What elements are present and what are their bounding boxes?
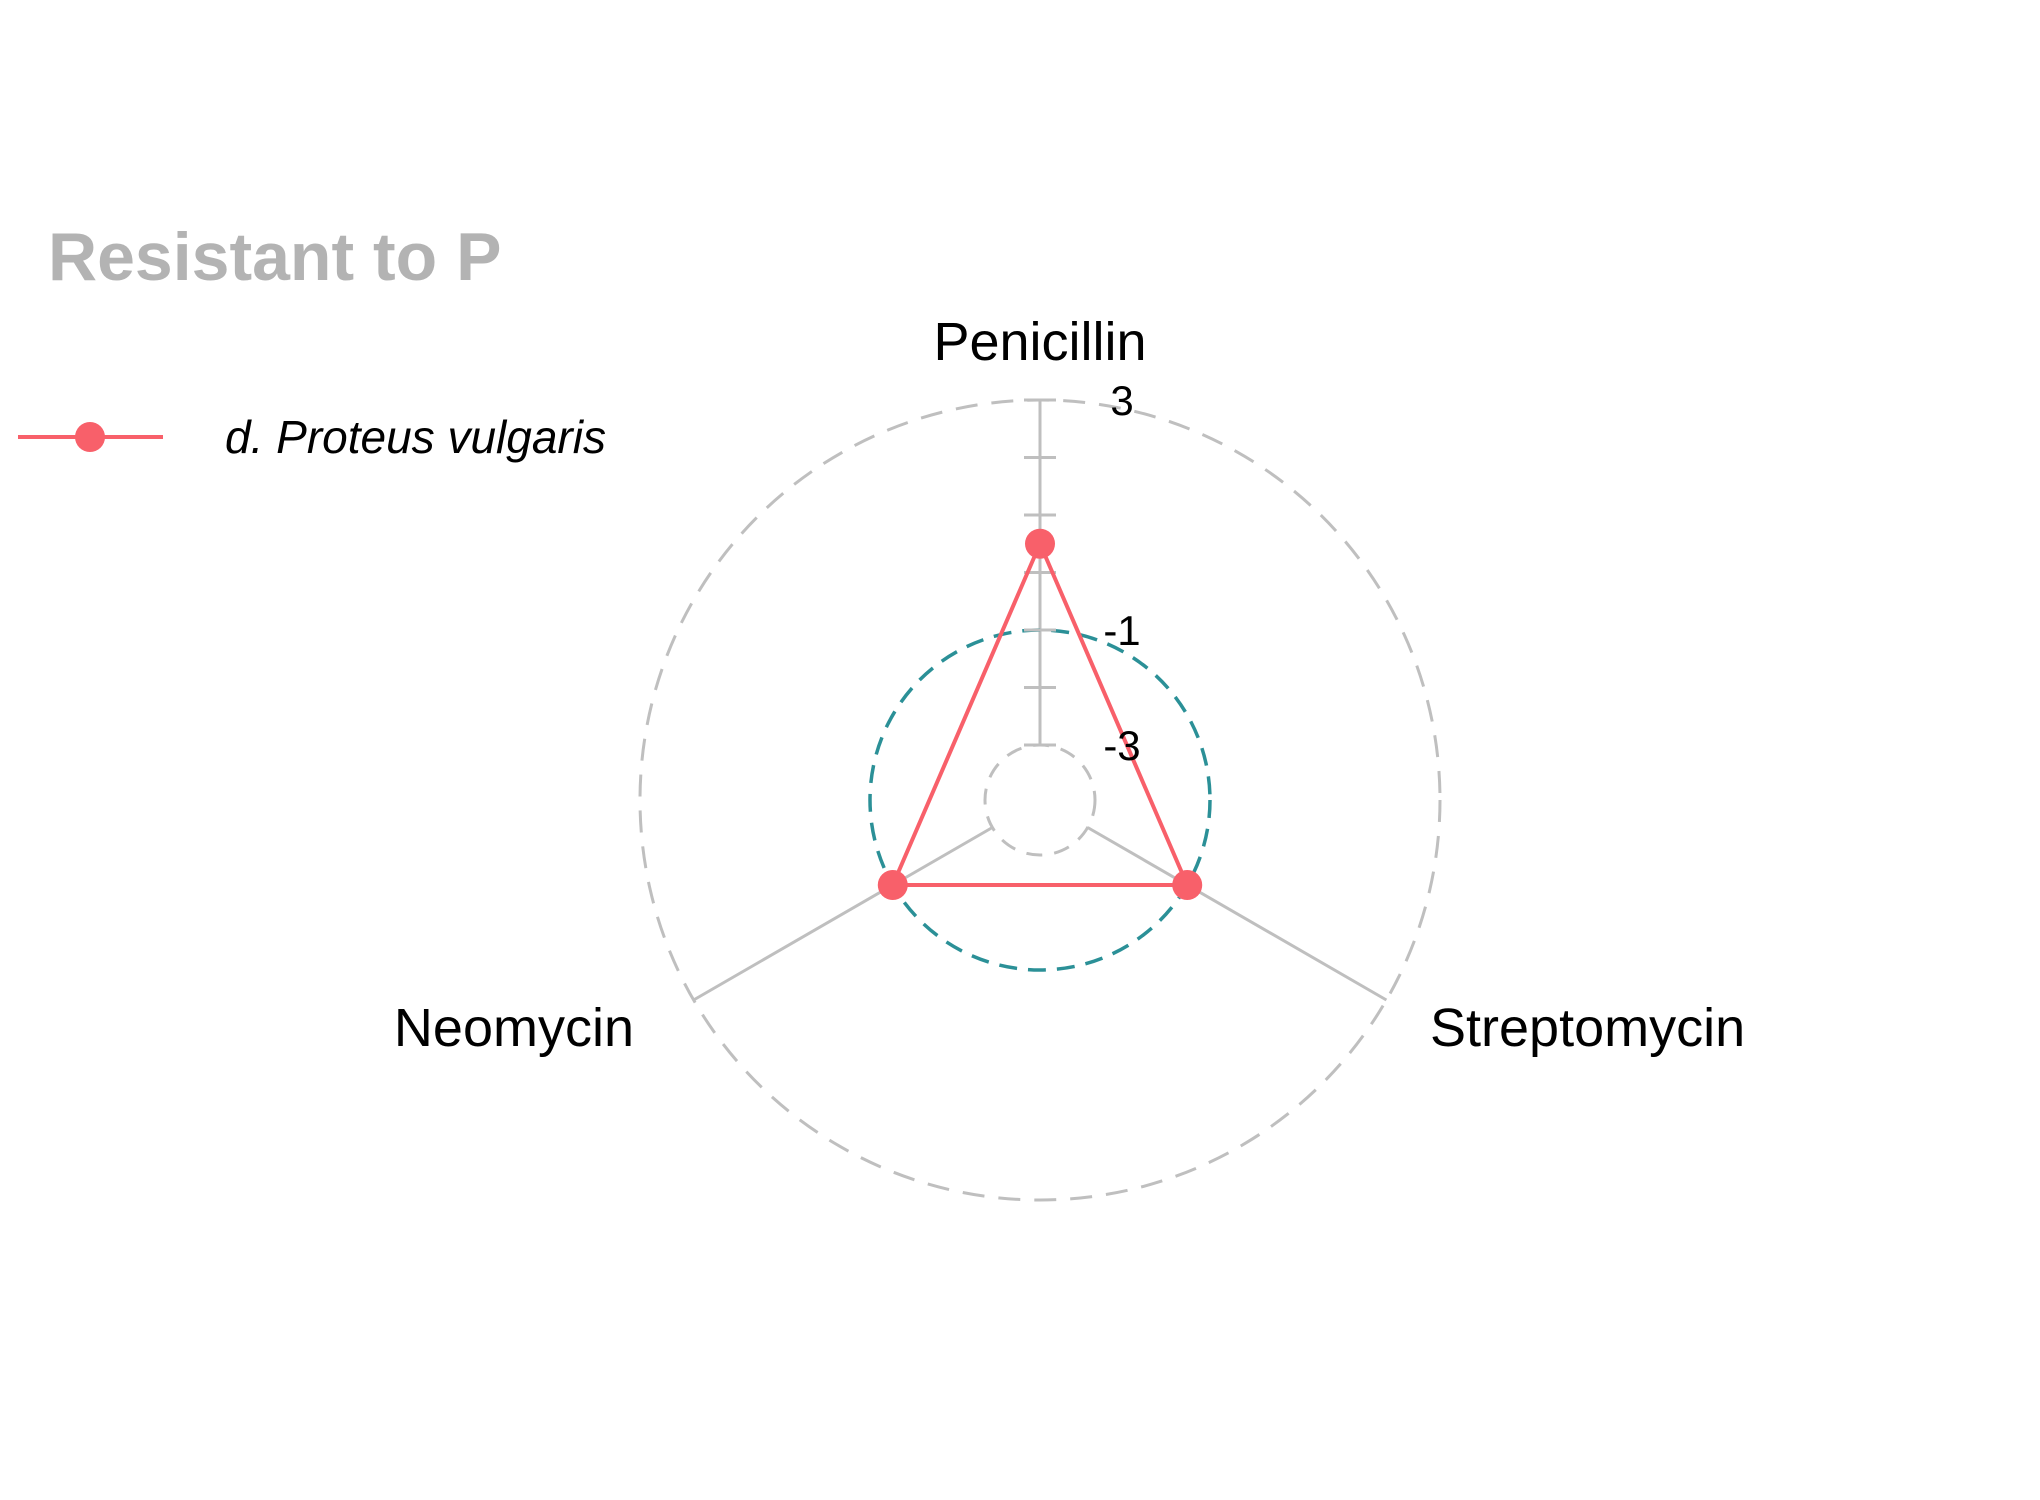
chart-title: Resistant to P — [48, 219, 501, 295]
axis-label-penicillin: Penicillin — [933, 312, 1146, 372]
series-layer — [877, 528, 1203, 900]
axis-label-streptomycin: Streptomycin — [1430, 998, 1745, 1058]
legend: d. Proteus vulgaris — [18, 411, 606, 463]
axis-label-neomycin: Neomycin — [394, 998, 634, 1058]
inner-grid-circle — [983, 743, 1097, 857]
tick-label: -3 — [1103, 722, 1140, 769]
data-point-streptomycin — [1172, 870, 1203, 900]
series-line-1 — [890, 541, 1190, 887]
data-point-penicillin — [1025, 528, 1055, 559]
radar-grid — [638, 398, 1442, 1202]
tick-label: 3 — [1110, 377, 1133, 424]
legend-label-series-1: d. Proteus vulgaris — [225, 411, 606, 463]
spoke-streptomycin — [1086, 826, 1388, 1002]
tick-label: -1 — [1103, 607, 1140, 654]
spoke-neomycin — [692, 826, 994, 1002]
legend-marker — [75, 422, 105, 452]
data-point-neomycin — [877, 870, 908, 900]
